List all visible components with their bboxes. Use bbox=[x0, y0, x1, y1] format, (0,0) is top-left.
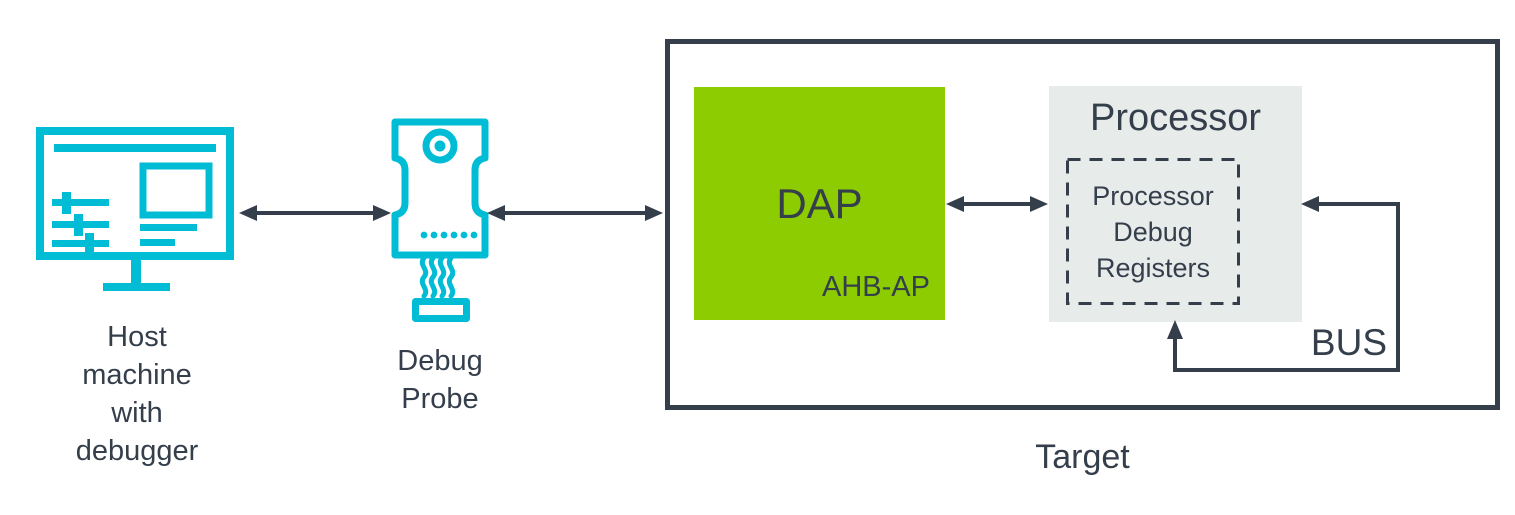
processor-title: Processor bbox=[1089, 97, 1262, 139]
debug-probe-label: Debug Probe bbox=[350, 342, 530, 418]
target-label: Target bbox=[1035, 438, 1130, 476]
host-label-line: debugger bbox=[75, 435, 199, 467]
arrow-host-probe bbox=[239, 205, 391, 221]
probe-label-line: Debug bbox=[397, 345, 483, 377]
arrow-dap-processor bbox=[946, 196, 1048, 212]
target-box: DAP AHB-AP Processor Processor Debug Reg… bbox=[665, 39, 1500, 410]
host-label-line: with bbox=[111, 397, 163, 429]
host-label-line: Host bbox=[107, 321, 167, 353]
processor-block: Processor Processor Debug Registers bbox=[1049, 86, 1302, 322]
probe-label-line: Probe bbox=[401, 383, 479, 415]
bus-loop-arrow bbox=[1167, 196, 1400, 372]
host-label-line: machine bbox=[82, 359, 192, 391]
dap-block: DAP AHB-AP bbox=[694, 87, 945, 320]
processor-debug-registers-label: Processor Debug Registers bbox=[1066, 158, 1240, 305]
host-machine-label: Host machine with debugger bbox=[27, 318, 247, 470]
registers-label-line: Processor bbox=[1092, 180, 1214, 211]
arrow-probe-target bbox=[487, 205, 663, 221]
processor-debug-registers-box: Processor Debug Registers bbox=[1066, 158, 1240, 305]
registers-label-line: Debug bbox=[1113, 216, 1193, 247]
host-machine-monitor-icon bbox=[36, 127, 234, 291]
debug-probe-icon bbox=[391, 118, 489, 322]
dap-label: DAP bbox=[776, 179, 863, 227]
dashed-border bbox=[1066, 158, 1240, 305]
registers-label-line: Registers bbox=[1095, 252, 1211, 283]
bus-label: BUS bbox=[1310, 322, 1387, 363]
ahb-ap-label: AHB-AP bbox=[822, 271, 930, 303]
